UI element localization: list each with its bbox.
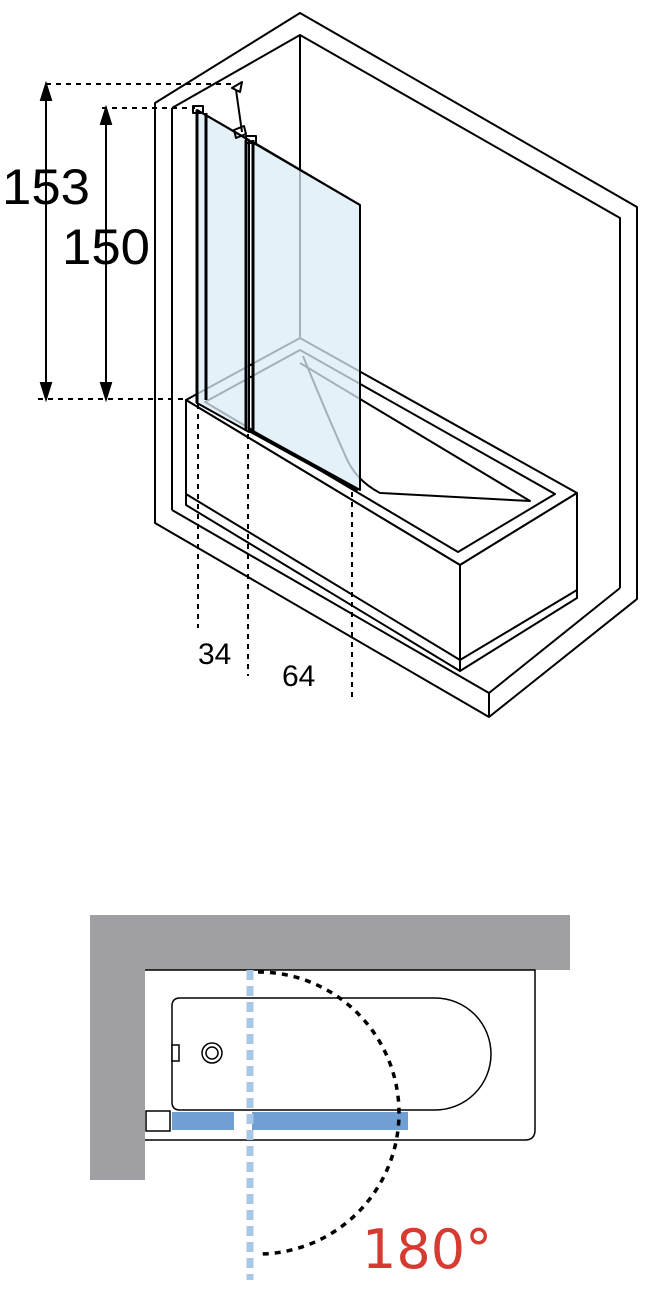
- arrow-150-up: [99, 104, 113, 125]
- dimension-lines: [38, 83, 353, 700]
- screen-bottom-profile: [248, 428, 359, 492]
- wall-plan: [90, 915, 570, 1180]
- dimension-34-label: 34: [198, 638, 231, 671]
- drain-inner: [205, 1046, 219, 1060]
- tub-plan-basin: [171, 997, 492, 1111]
- arrow-153-down: [39, 382, 53, 403]
- wall-bracket: [231, 81, 247, 139]
- tub-end-panel-bottom: [459, 590, 578, 672]
- rotation-angle-label: 180°: [362, 1218, 492, 1281]
- dimension-150-label: 150: [62, 219, 150, 275]
- dimension-153-label: 153: [2, 159, 90, 215]
- drain-icon: [201, 1042, 223, 1064]
- arrow-150-down: [99, 382, 113, 403]
- rotation-arc: [257, 970, 401, 1256]
- tub-panel-seam: [196, 406, 461, 566]
- dimension-64-label: 64: [282, 660, 315, 693]
- tub-front-panel-bottom: [185, 494, 461, 672]
- wall-profile: [145, 1110, 171, 1132]
- plan-view: [90, 915, 570, 1280]
- fixed-panel-plan: [172, 1112, 234, 1130]
- back-wall-inner: [171, 34, 621, 588]
- top-cap: [192, 105, 204, 114]
- isometric-view: [154, 12, 638, 718]
- screen-top-edge: [196, 109, 361, 490]
- screen-frame: [195, 110, 255, 433]
- swing-panel-plan: [252, 1112, 408, 1130]
- arrow-153-up: [39, 80, 53, 101]
- hinge-cap: [245, 135, 257, 144]
- tub-overflow: [171, 1044, 180, 1062]
- glass-screen: [192, 81, 361, 492]
- dimension-arrows: [39, 80, 113, 403]
